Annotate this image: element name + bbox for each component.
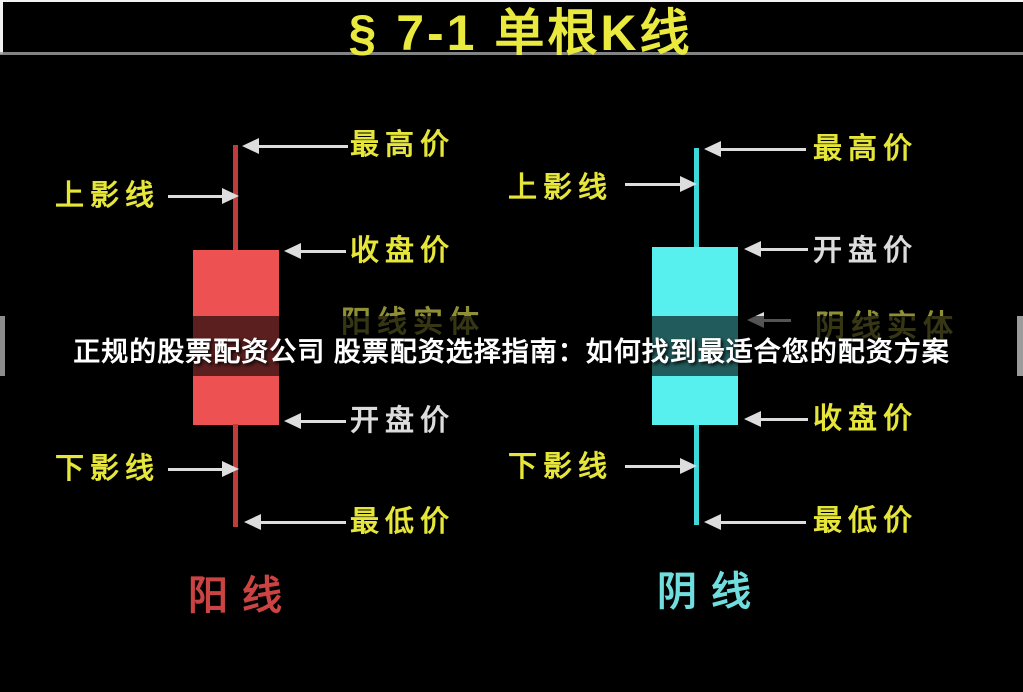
- title-divider-line: [0, 52, 1023, 55]
- bearish-highest-label: 最高价: [813, 133, 919, 165]
- overlay-band-right-cap: [1017, 316, 1023, 376]
- bullish-close-label: 收盘价: [350, 235, 456, 267]
- arrow-bullish-upper-shadow: [168, 188, 239, 204]
- arrow-bearish-highest: [704, 141, 806, 157]
- bullish-caption: 阳线: [188, 574, 296, 618]
- bearish-close-label: 收盘价: [813, 403, 919, 435]
- bearish-upper-shadow-label: 上影线: [508, 172, 614, 204]
- arrow-bullish-open: [284, 413, 346, 429]
- bullish-lowest-label: 最低价: [350, 506, 456, 538]
- arrow-bullish-lower-shadow: [168, 461, 239, 477]
- arrow-bearish-upper-shadow: [625, 176, 697, 192]
- bearish-lower-wick: [694, 425, 699, 525]
- bullish-open-label: 开盘价: [350, 405, 456, 437]
- bullish-highest-label: 最高价: [350, 129, 456, 161]
- arrow-bearish-lower-shadow: [625, 458, 697, 474]
- arrow-bullish-lowest: [244, 514, 346, 530]
- bearish-open-label: 开盘价: [813, 235, 919, 267]
- bearish-lowest-label: 最低价: [813, 505, 919, 537]
- page-title: § 7-1 单根K线: [348, 5, 693, 61]
- arrow-bearish-lowest: [704, 514, 806, 530]
- frame-left-border: [0, 0, 3, 54]
- overlay-banner-text: 正规的股票配资公司 股票配资选择指南：如何找到最适合您的配资方案: [73, 337, 950, 367]
- arrow-bearish-open: [744, 241, 808, 257]
- bearish-lower-shadow-label: 下影线: [508, 451, 614, 483]
- overlay-band-left-cap: [0, 316, 5, 376]
- arrow-bearish-close: [744, 411, 808, 427]
- arrow-bullish-close: [284, 243, 346, 259]
- bullish-upper-shadow-label: 上影线: [55, 180, 161, 212]
- overlay-band: [0, 316, 1023, 376]
- arrow-bullish-highest: [242, 138, 348, 154]
- frame-top-border: [0, 0, 1023, 2]
- bullish-lower-shadow-label: 下影线: [55, 453, 161, 485]
- bearish-upper-wick: [694, 148, 699, 250]
- bearish-caption: 阴线: [657, 570, 765, 614]
